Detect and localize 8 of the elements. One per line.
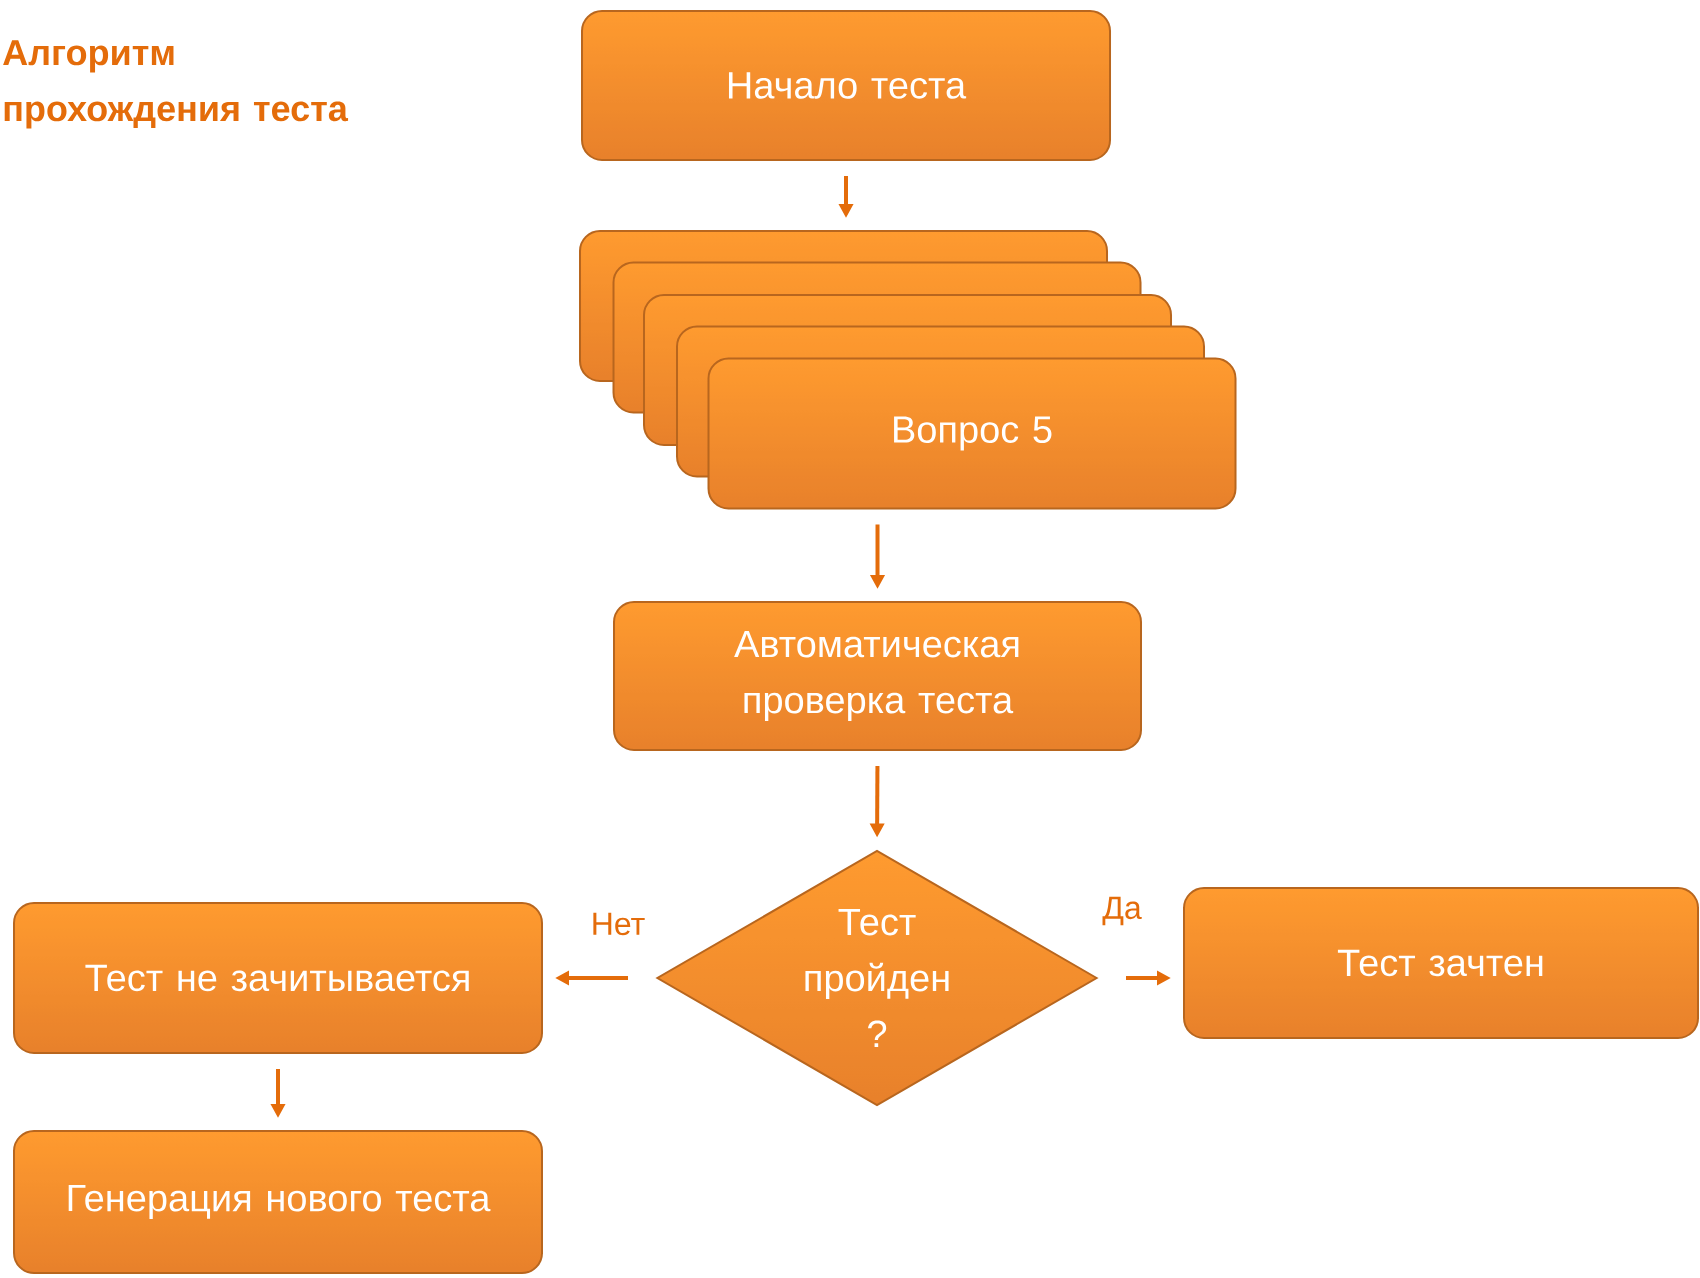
process-box: Тест не зачитывается (13, 902, 543, 1054)
process-box: Генерация нового теста (13, 1130, 543, 1274)
process-box: Начало теста (581, 10, 1111, 161)
title: Алгоритм прохождения теста (3, 40, 349, 129)
process-box: Тест зачтен (1183, 887, 1699, 1039)
process-box: Вопрос 5 (707, 357, 1237, 510)
edge-label: Да (1100, 894, 1144, 928)
process-box: Автоматическая проверка теста (613, 601, 1142, 751)
